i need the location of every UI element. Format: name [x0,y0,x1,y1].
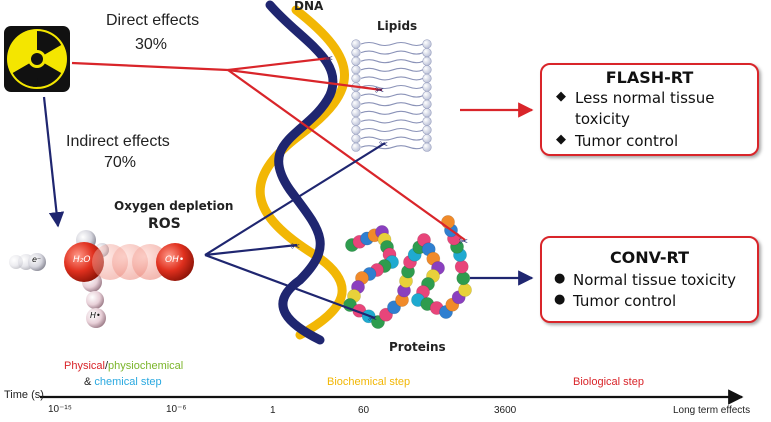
svg-text:✂: ✂ [324,52,333,65]
indirect-effect-lines [42,96,534,320]
water-molecule-cluster [9,230,194,328]
lipid-head [351,125,361,135]
hydrogen-radical-label: H• [90,311,101,320]
biochemical-step-label: Biochemical step [327,376,411,388]
slash-text: / [104,360,109,372]
lipid-head [422,56,432,66]
lipid-head [351,39,361,49]
lipid-head [351,108,361,118]
flash-rt-item-1-line-1: Less normal tissue [575,89,715,107]
lipid-head [422,116,432,126]
lipid-head [351,65,361,75]
lipid-head [422,65,432,75]
conv-rt-bullet-1: ● [554,271,566,286]
direct-effects-label: Direct effects [106,12,200,29]
lipid-head [422,73,432,83]
tick-1: 1 [270,405,276,416]
tick-long-term: Long term effects [673,405,751,416]
direct-effects-percent: 30% [135,36,168,53]
lipid-head [422,82,432,92]
lipid-head [351,90,361,101]
lipid-tail [360,145,424,150]
tick-1e-6: 10⁻⁶ [166,404,187,415]
svg-text:✂: ✂ [379,138,388,151]
conv-rt-item-1: Normal tissue toxicity [573,271,737,289]
electron-label: e⁻ [32,255,42,264]
conv-rt-title: CONV-RT [609,248,690,267]
lipid-head [351,142,361,152]
indirect-effects-label: Indirect effects [66,133,170,150]
lipid-head [422,125,432,135]
tick-60: 60 [358,405,370,416]
physical-step-label: Physical/physiochemical [64,360,183,372]
lipid-head [422,47,432,58]
lipid-head [422,90,432,101]
physical-text: Physical [64,360,105,372]
protein-bead [454,259,469,274]
indirect-effects-percent: 70% [104,154,137,171]
lipid-head [422,142,432,152]
lipid-tail [360,119,424,124]
lipid-tail [360,110,424,115]
water-molecule-label: H₂O [73,255,91,265]
tick-3600: 3600 [494,405,517,416]
amp-text: & [84,376,95,388]
svg-text:✂: ✂ [375,84,384,97]
lipid-tail [360,76,424,81]
protein-chain [343,215,472,329]
lipid-head [351,73,361,83]
chemical-step-label: & chemical step [84,376,162,388]
lipid-head [351,134,361,144]
svg-text:✂: ✂ [291,240,300,253]
conv-rt-box: CONV-RT ● Normal tissue toxicity ● Tumor… [540,236,759,323]
ros-label: ROS [148,216,181,232]
tick-1e-15: 10⁻¹⁵ [48,404,72,415]
lipid-head [351,56,361,66]
chemical-text: chemical step [94,376,162,388]
lipid-tail [360,67,424,72]
flash-rt-title: FLASH-RT [605,68,694,87]
scissors-icons: ✂ ✂ ✂ ✂ ✂ ✂ [291,52,468,325]
hydroxyl-radical-label: OH• [165,255,185,265]
flash-rt-item-1-line-2: toxicity [575,110,630,128]
biological-step-label: Biological step [573,376,644,388]
protein-bead [458,283,472,297]
protein-bead [456,271,471,286]
dna-label: DNA [294,0,324,13]
lipid-head [351,47,361,58]
conv-rt-bullet-2: ● [554,292,566,307]
lipid-tail [360,59,424,64]
lipids-label: Lipids [377,19,418,33]
lipid-head [422,134,432,144]
lipid-head [351,99,361,109]
direct-effect-lines [71,56,534,241]
lipid-tail [360,41,424,47]
flash-rt-bullet-2: ◆ [556,132,566,147]
lipid-tail [360,93,424,98]
conv-rt-item-2: Tumor control [573,292,677,310]
lipid-bilayer [351,39,432,152]
lipid-head [422,108,432,118]
proteins-label: Proteins [389,340,446,354]
svg-text:✂: ✂ [368,312,377,325]
lipid-tail [360,84,424,90]
time-axis-label: Time (s) [4,389,44,401]
physiochemical-text: physiochemical [108,360,184,372]
lipid-tail [360,136,424,141]
oxygen-depletion-label: Oxygen depletion [114,199,234,213]
lipid-tail [360,127,424,133]
radiation-hazard-icon [4,26,70,92]
dna-helix [255,0,349,345]
lipid-head [422,99,432,109]
lipid-tail [360,50,424,55]
lipid-head [351,116,361,126]
flash-rt-item-2: Tumor control [575,132,679,150]
flash-rt-bullet-1: ◆ [556,89,566,104]
lipid-tail [360,102,424,107]
flash-rt-box: FLASH-RT ◆ Less normal tissue toxicity ◆… [540,63,759,156]
lipid-head [422,39,432,49]
svg-text:✂: ✂ [459,235,468,248]
